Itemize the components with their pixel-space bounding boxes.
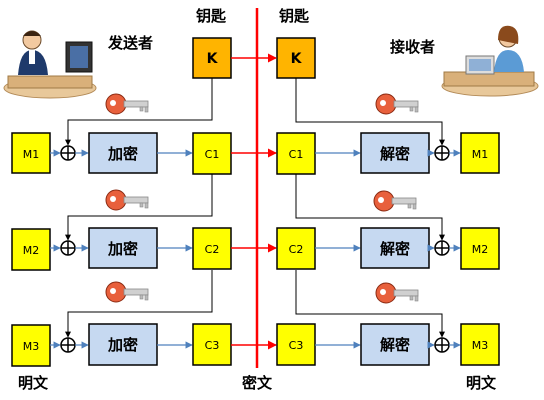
chain-line-left-1	[65, 174, 213, 241]
plaintext-left-label: M2	[23, 244, 40, 257]
plaintext-box-left	[11, 228, 51, 271]
xor-circle-icon	[434, 337, 450, 353]
plaintext-left-label: M3	[23, 340, 40, 353]
plaintext-right-label: M2	[472, 243, 489, 256]
sender-label: 发送者	[107, 34, 153, 52]
plaintext-label-right: 明文	[466, 374, 497, 392]
ciphertext-left-label: C1	[205, 148, 220, 161]
key-icon	[105, 281, 149, 303]
ciphertext-right-label: C3	[289, 339, 304, 352]
key-feed-line-right	[295, 78, 445, 146]
encrypt-box	[88, 323, 158, 366]
xor-circle-icon	[434, 145, 450, 161]
plaintext-left-label: M1	[23, 148, 40, 161]
key-label-left: 钥匙	[196, 7, 227, 25]
key-box-right	[276, 37, 316, 79]
receiver-label: 接收者	[390, 38, 435, 56]
decrypt-label: 解密	[380, 336, 410, 354]
ciphertext-right-label: C2	[289, 243, 304, 256]
ciphertext-box-right	[276, 227, 316, 270]
encrypt-box	[88, 227, 158, 269]
key-icon	[375, 282, 419, 304]
decrypt-box	[360, 132, 430, 174]
xor-circle-icon	[60, 240, 76, 256]
ciphertext-box-left	[192, 323, 232, 366]
key-box-left	[192, 37, 232, 79]
row-3: M3 加密 C3 C3 解密 M3	[11, 323, 500, 367]
xor-circle-icon	[434, 240, 450, 256]
ciphertext-left-label: C2	[205, 243, 220, 256]
plaintext-box-right	[460, 323, 500, 366]
ciphertext-box-right	[276, 132, 316, 175]
key-box-left-label: K	[207, 51, 219, 67]
key-icon	[105, 93, 149, 115]
ciphertext-left-label: C3	[205, 339, 220, 352]
receiver-icon	[441, 25, 539, 97]
plaintext-label-left: 明文	[18, 374, 49, 392]
key-label-right: 钥匙	[279, 7, 310, 25]
key-box-right-label: K	[291, 51, 303, 67]
decrypt-box	[360, 323, 430, 366]
ciphertext-label: 密文	[242, 374, 273, 392]
encrypt-label: 加密	[107, 336, 138, 354]
key-icon	[373, 190, 417, 212]
sender-icon	[3, 30, 97, 99]
chain-line-right-2	[295, 270, 445, 338]
chain-line-left-2	[65, 270, 213, 338]
plaintext-box-right	[460, 132, 500, 174]
decrypt-label: 解密	[380, 145, 410, 163]
ciphertext-box-left	[192, 227, 232, 270]
plaintext-right-label: M3	[472, 339, 489, 352]
decrypt-label: 解密	[380, 240, 410, 258]
ciphertext-box-left	[192, 132, 232, 175]
row-1: M1 加密 C1 C1 解密 M1	[11, 132, 500, 175]
key-icon	[375, 93, 419, 115]
encrypt-box	[88, 132, 158, 174]
plaintext-right-label: M1	[472, 148, 489, 161]
key-feed-line-left	[65, 78, 213, 146]
ciphertext-right-label: C1	[289, 148, 304, 161]
xor-circle-icon	[60, 145, 76, 161]
chain-line-right-1	[295, 174, 445, 241]
key-icon	[105, 189, 149, 211]
row-2: M2 加密 C2 C2 解密 M2	[11, 227, 500, 271]
plaintext-box-left	[11, 132, 51, 174]
encrypt-label: 加密	[107, 240, 138, 258]
xor-circle-icon	[60, 337, 76, 353]
encrypt-label: 加密	[107, 145, 138, 163]
decrypt-box	[360, 227, 430, 269]
plaintext-box-right	[460, 227, 500, 270]
